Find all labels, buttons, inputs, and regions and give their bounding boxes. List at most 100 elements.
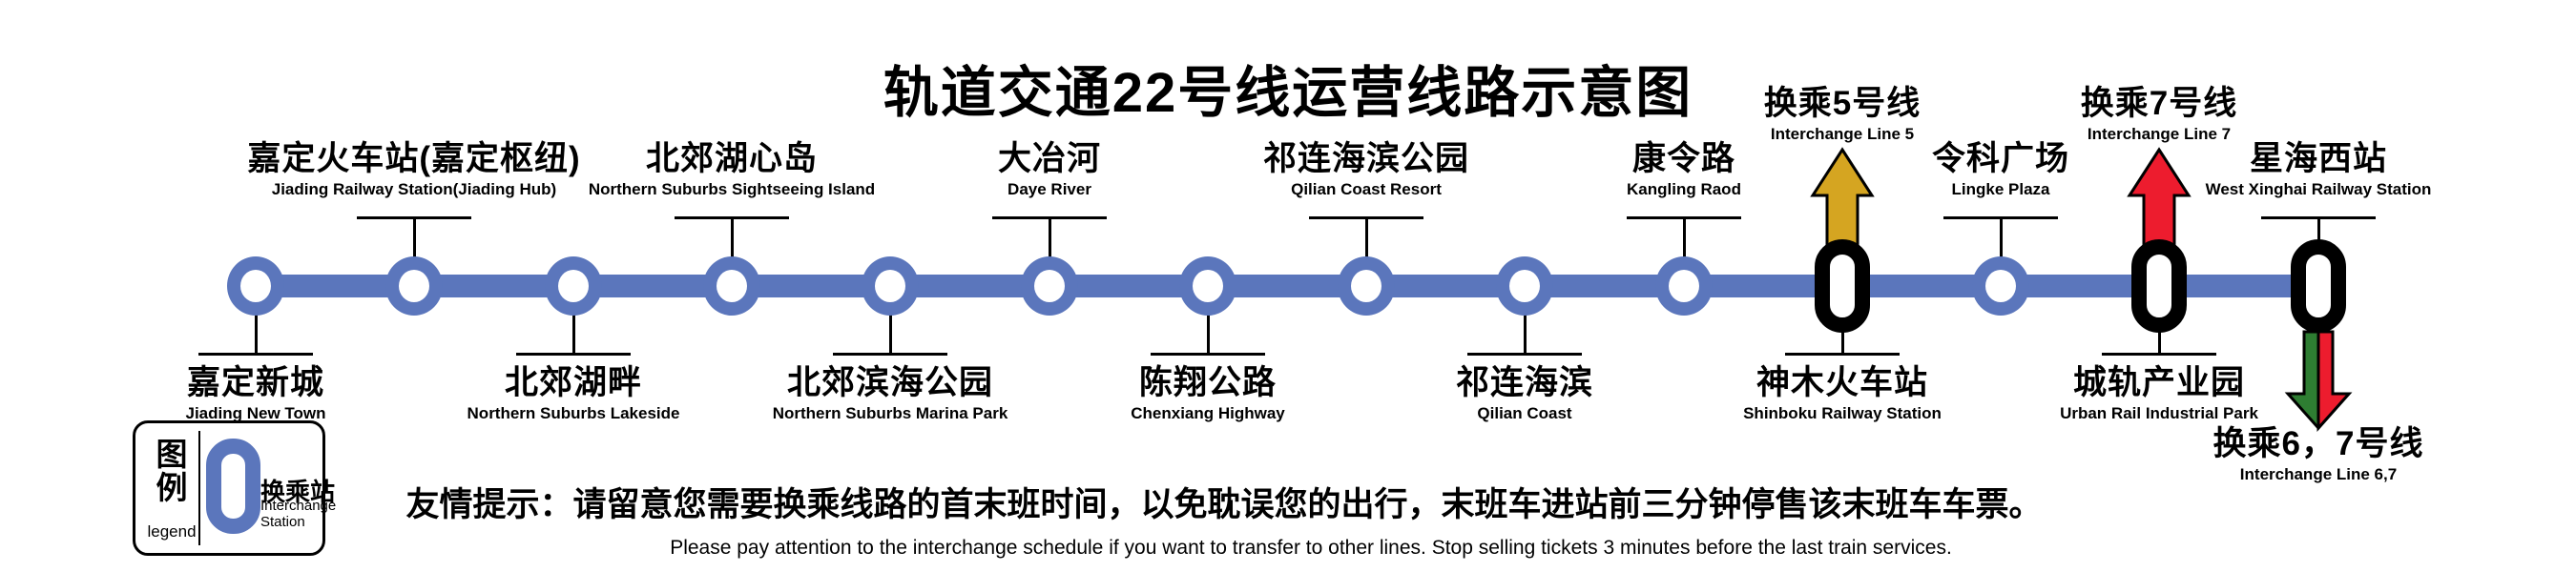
station-marker [1972, 256, 2029, 316]
station-label: 陈翔公路 Chenxiang Highway [960, 364, 1456, 422]
station-name-en: Kangling Raod [1627, 179, 1741, 198]
station-connector-bar [2261, 216, 2376, 219]
station-connector-bar [2102, 353, 2216, 356]
interchange-label-en: Interchange Line 5 [1770, 124, 1915, 143]
station-label: 嘉定新城 Jiading New Town [8, 364, 504, 422]
station-name-en: Jiading Railway Station(Jiading Hub) [271, 179, 557, 198]
station-connector-line [1999, 218, 2003, 286]
station-name-zh: 北郊湖心岛 [645, 140, 818, 177]
station-connector-bar [1943, 216, 2058, 219]
station-label: 祁连海滨公园 Qilian Coast Resort [1118, 140, 1614, 198]
station-connector-bar [1467, 353, 1582, 356]
station-name-en: Lingke Plaza [1951, 179, 2050, 198]
station-marker [1338, 256, 1395, 316]
station-connector-line [1048, 218, 1051, 286]
legend-box: 图例 legend 换乘站 Interchange Station [133, 420, 336, 556]
station-label: 康令路 Kangling Raod [1436, 140, 1932, 198]
station-name-zh: 北郊湖畔 [504, 364, 642, 401]
legend-divider [198, 431, 200, 545]
station-marker [862, 256, 919, 316]
station-marker [1496, 256, 1553, 316]
station-name-zh: 星海西站 [2249, 140, 2387, 177]
friendly-notice-en: Please pay attention to the interchange … [670, 537, 1952, 559]
station-label: 令科广场 Lingke Plaza [1753, 140, 2249, 198]
interchange-label-zh: 换乘6，7号线 [2212, 425, 2424, 462]
station-connector-bar [1309, 216, 1423, 219]
station-marker [1655, 256, 1713, 316]
interchange-station-icon [206, 439, 260, 534]
interchange-arrow-label: 换乘7号线 Interchange Line 7 [1911, 85, 2407, 143]
station-marker [227, 256, 284, 316]
station-name-zh: 神木火车站 [1755, 364, 1928, 401]
station-name-en: Qilian Coast Resort [1291, 179, 1442, 198]
station-label: 北郊湖心岛 Northern Suburbs Sightseeing Island [484, 140, 980, 198]
interchange-arrow-down-right-half-icon [2316, 330, 2353, 432]
station-connector-bar [1785, 353, 1900, 356]
legend-symbol-label-en-line1: Interchange [260, 498, 337, 514]
station-connector-line [571, 286, 575, 355]
station-label: 北郊湖畔 Northern Suburbs Lakeside [325, 364, 821, 422]
station-connector-line [412, 218, 416, 286]
station-name-zh: 嘉定火车站(嘉定枢纽) [247, 140, 581, 177]
station-name-en: Chenxiang Highway [1131, 403, 1285, 422]
station-label: 嘉定火车站(嘉定枢纽) Jiading Railway Station(Jiadi… [166, 140, 662, 198]
station-connector-line [1682, 218, 1686, 286]
station-name-zh: 康令路 [1631, 140, 1735, 177]
station-connector-bar [198, 353, 313, 356]
station-connector-bar [675, 216, 789, 219]
legend-symbol-label-en-line2: Station [260, 514, 305, 531]
station-connector-bar [357, 216, 471, 219]
station-marker [1179, 256, 1236, 316]
station-name-en: Jiading New Town [185, 403, 326, 422]
interchange-arrow-label: 换乘5号线 Interchange Line 5 [1594, 85, 2090, 143]
station-name-en: Shinboku Railway Station [1743, 403, 1942, 422]
interchange-arrow-label: 换乘6，7号线 Interchange Line 6,7 [2070, 425, 2566, 483]
legend-symbol-label-en: Interchange Station [260, 498, 336, 531]
interchange-label-en: Interchange Line 7 [2087, 124, 2232, 143]
station-name-en: Northern Suburbs Marina Park [772, 403, 1008, 422]
station-connector-line [1364, 218, 1368, 286]
station-marker [1021, 256, 1078, 316]
station-name-en: Northern Suburbs Lakeside [467, 403, 680, 422]
station-marker [545, 256, 602, 316]
station-marker-interchange [2291, 239, 2346, 333]
station-name-en: West Xinghai Railway Station [2205, 179, 2432, 198]
interchange-label-en: Interchange Line 6,7 [2239, 464, 2398, 483]
station-connector-bar [992, 216, 1107, 219]
station-name-zh: 城轨产业园 [2072, 364, 2245, 401]
station-connector-line [730, 218, 734, 286]
station-name-en: Urban Rail Industrial Park [2060, 403, 2258, 422]
station-marker-interchange [1815, 239, 1870, 333]
station-name-zh: 嘉定新城 [186, 364, 324, 401]
station-connector-bar [833, 353, 947, 356]
station-name-zh: 北郊滨海公园 [786, 364, 993, 401]
station-name-zh: 祁连海滨公园 [1262, 140, 1469, 177]
station-name-en: Qilian Coast [1477, 403, 1572, 422]
legend-symbol-label-zh: 换乘站 [260, 478, 336, 506]
station-connector-line [1523, 286, 1527, 355]
station-marker [385, 256, 443, 316]
station-label: 城轨产业园 Urban Rail Industrial Park [1911, 364, 2407, 422]
page-title: 轨道交通22号线运营线路示意图 [883, 62, 1693, 124]
station-label: 北郊滨海公园 Northern Suburbs Marina Park [642, 364, 1138, 422]
interchange-label-zh: 换乘7号线 [2080, 85, 2238, 122]
station-connector-bar [516, 353, 631, 356]
station-label: 神木火车站 Shinboku Railway Station [1594, 364, 2090, 422]
interchange-label-zh: 换乘5号线 [1763, 85, 1922, 122]
friendly-notice-zh: 友情提示：请留意您需要换乘线路的首末班时间，以免耽误您的出行，末班车进站前三分钟… [405, 486, 2043, 523]
station-name-zh: 祁连海滨 [1455, 364, 1593, 401]
station-name-zh: 陈翔公路 [1138, 364, 1277, 401]
station-connector-bar [1151, 353, 1265, 356]
station-name-en: Daye River [1008, 179, 1091, 198]
station-marker-interchange [2131, 239, 2187, 333]
legend-title-en: legend [147, 522, 197, 541]
station-label: 祁连海滨 Qilian Coast [1277, 364, 1773, 422]
station-label: 星海西站 West Xinghai Railway Station [2070, 140, 2566, 198]
station-name-zh: 令科广场 [1931, 140, 2069, 177]
station-connector-line [254, 286, 258, 355]
station-marker [703, 256, 760, 316]
station-name-en: Northern Suburbs Sightseeing Island [588, 179, 876, 198]
